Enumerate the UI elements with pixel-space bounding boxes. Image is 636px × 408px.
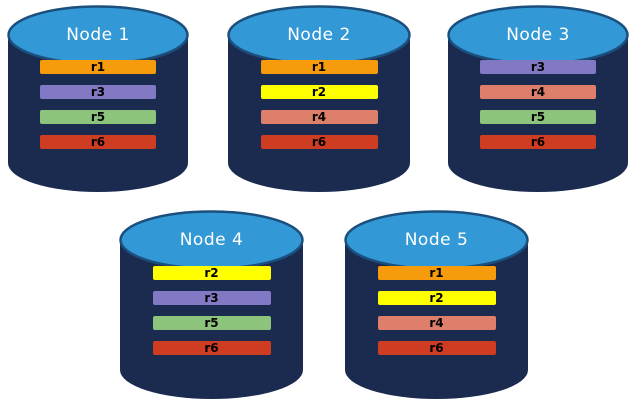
replica-bar-list: r1 r2 r4 r6 (228, 59, 410, 149)
replica-bar-label: r2 (311, 84, 327, 99)
replica-bar-list: r2 r3 r5 r6 (120, 265, 303, 355)
replica-bar-label: r6 (530, 134, 546, 149)
storage-node-5[interactable]: Node 5 r1 r2 r4 r6 (344, 210, 529, 399)
replica-bar-label: r2 (204, 265, 219, 280)
replica-bar[interactable]: r5 (480, 109, 596, 124)
replica-bar-list: r1 r3 r5 r6 (8, 59, 188, 149)
replica-bar[interactable]: r3 (40, 84, 156, 99)
replica-bar-label: r6 (311, 134, 327, 149)
node-label: Node 5 (404, 230, 469, 250)
replica-bar[interactable]: r1 (377, 265, 496, 280)
replica-bar-label: r6 (429, 340, 444, 355)
node-label: Node 3 (506, 25, 570, 45)
replica-bar-label: r3 (204, 290, 219, 305)
storage-node-4[interactable]: Node 4 r2 r3 r5 r6 (119, 210, 304, 399)
node-label: Node 2 (287, 25, 351, 45)
replica-bar[interactable]: r2 (152, 265, 271, 280)
replica-bar[interactable]: r4 (260, 109, 378, 124)
replica-bar-label: r3 (530, 59, 546, 74)
replica-bar[interactable]: r2 (377, 290, 496, 305)
replica-bar[interactable]: r4 (377, 315, 496, 330)
replica-bar[interactable]: r5 (40, 109, 156, 124)
storage-node-3[interactable]: Node 3 r3 r4 r5 r6 (447, 5, 629, 192)
replica-bar[interactable]: r6 (260, 134, 378, 149)
replica-bar-label: r1 (90, 59, 106, 74)
replica-bar[interactable]: r6 (377, 340, 496, 355)
replica-bar[interactable]: r6 (480, 134, 596, 149)
replica-bar[interactable]: r3 (480, 59, 596, 74)
replica-bar[interactable]: r5 (152, 315, 271, 330)
replica-bar[interactable]: r2 (260, 84, 378, 99)
storage-node-2[interactable]: Node 2 r1 r2 r4 r6 (227, 5, 411, 192)
replica-bar-list: r1 r2 r4 r6 (345, 265, 528, 355)
replica-bar-label: r6 (204, 340, 219, 355)
node-label: Node 1 (66, 25, 130, 45)
replica-bar-label: r1 (429, 265, 444, 280)
replica-bar[interactable]: r1 (260, 59, 378, 74)
replica-bar-label: r6 (90, 134, 106, 149)
replica-bar-label: r4 (429, 315, 444, 330)
replica-bar[interactable]: r4 (480, 84, 596, 99)
node-label: Node 4 (179, 230, 244, 250)
replica-bar-list: r3 r4 r5 r6 (448, 59, 628, 149)
replica-bar-label: r5 (530, 109, 546, 124)
replica-bar[interactable]: r6 (152, 340, 271, 355)
replica-bar-label: r5 (204, 315, 219, 330)
replica-bar-label: r3 (90, 84, 106, 99)
replica-bar[interactable]: r3 (152, 290, 271, 305)
replica-bar-label: r1 (311, 59, 327, 74)
replica-bar-label: r5 (90, 109, 106, 124)
replica-bar[interactable]: r1 (40, 59, 156, 74)
storage-node-1[interactable]: Node 1 r1 r3 r5 r6 (7, 5, 189, 192)
replica-bar[interactable]: r6 (40, 134, 156, 149)
replica-bar-label: r4 (530, 84, 546, 99)
replica-bar-label: r2 (429, 290, 444, 305)
replica-bar-label: r4 (311, 109, 327, 124)
